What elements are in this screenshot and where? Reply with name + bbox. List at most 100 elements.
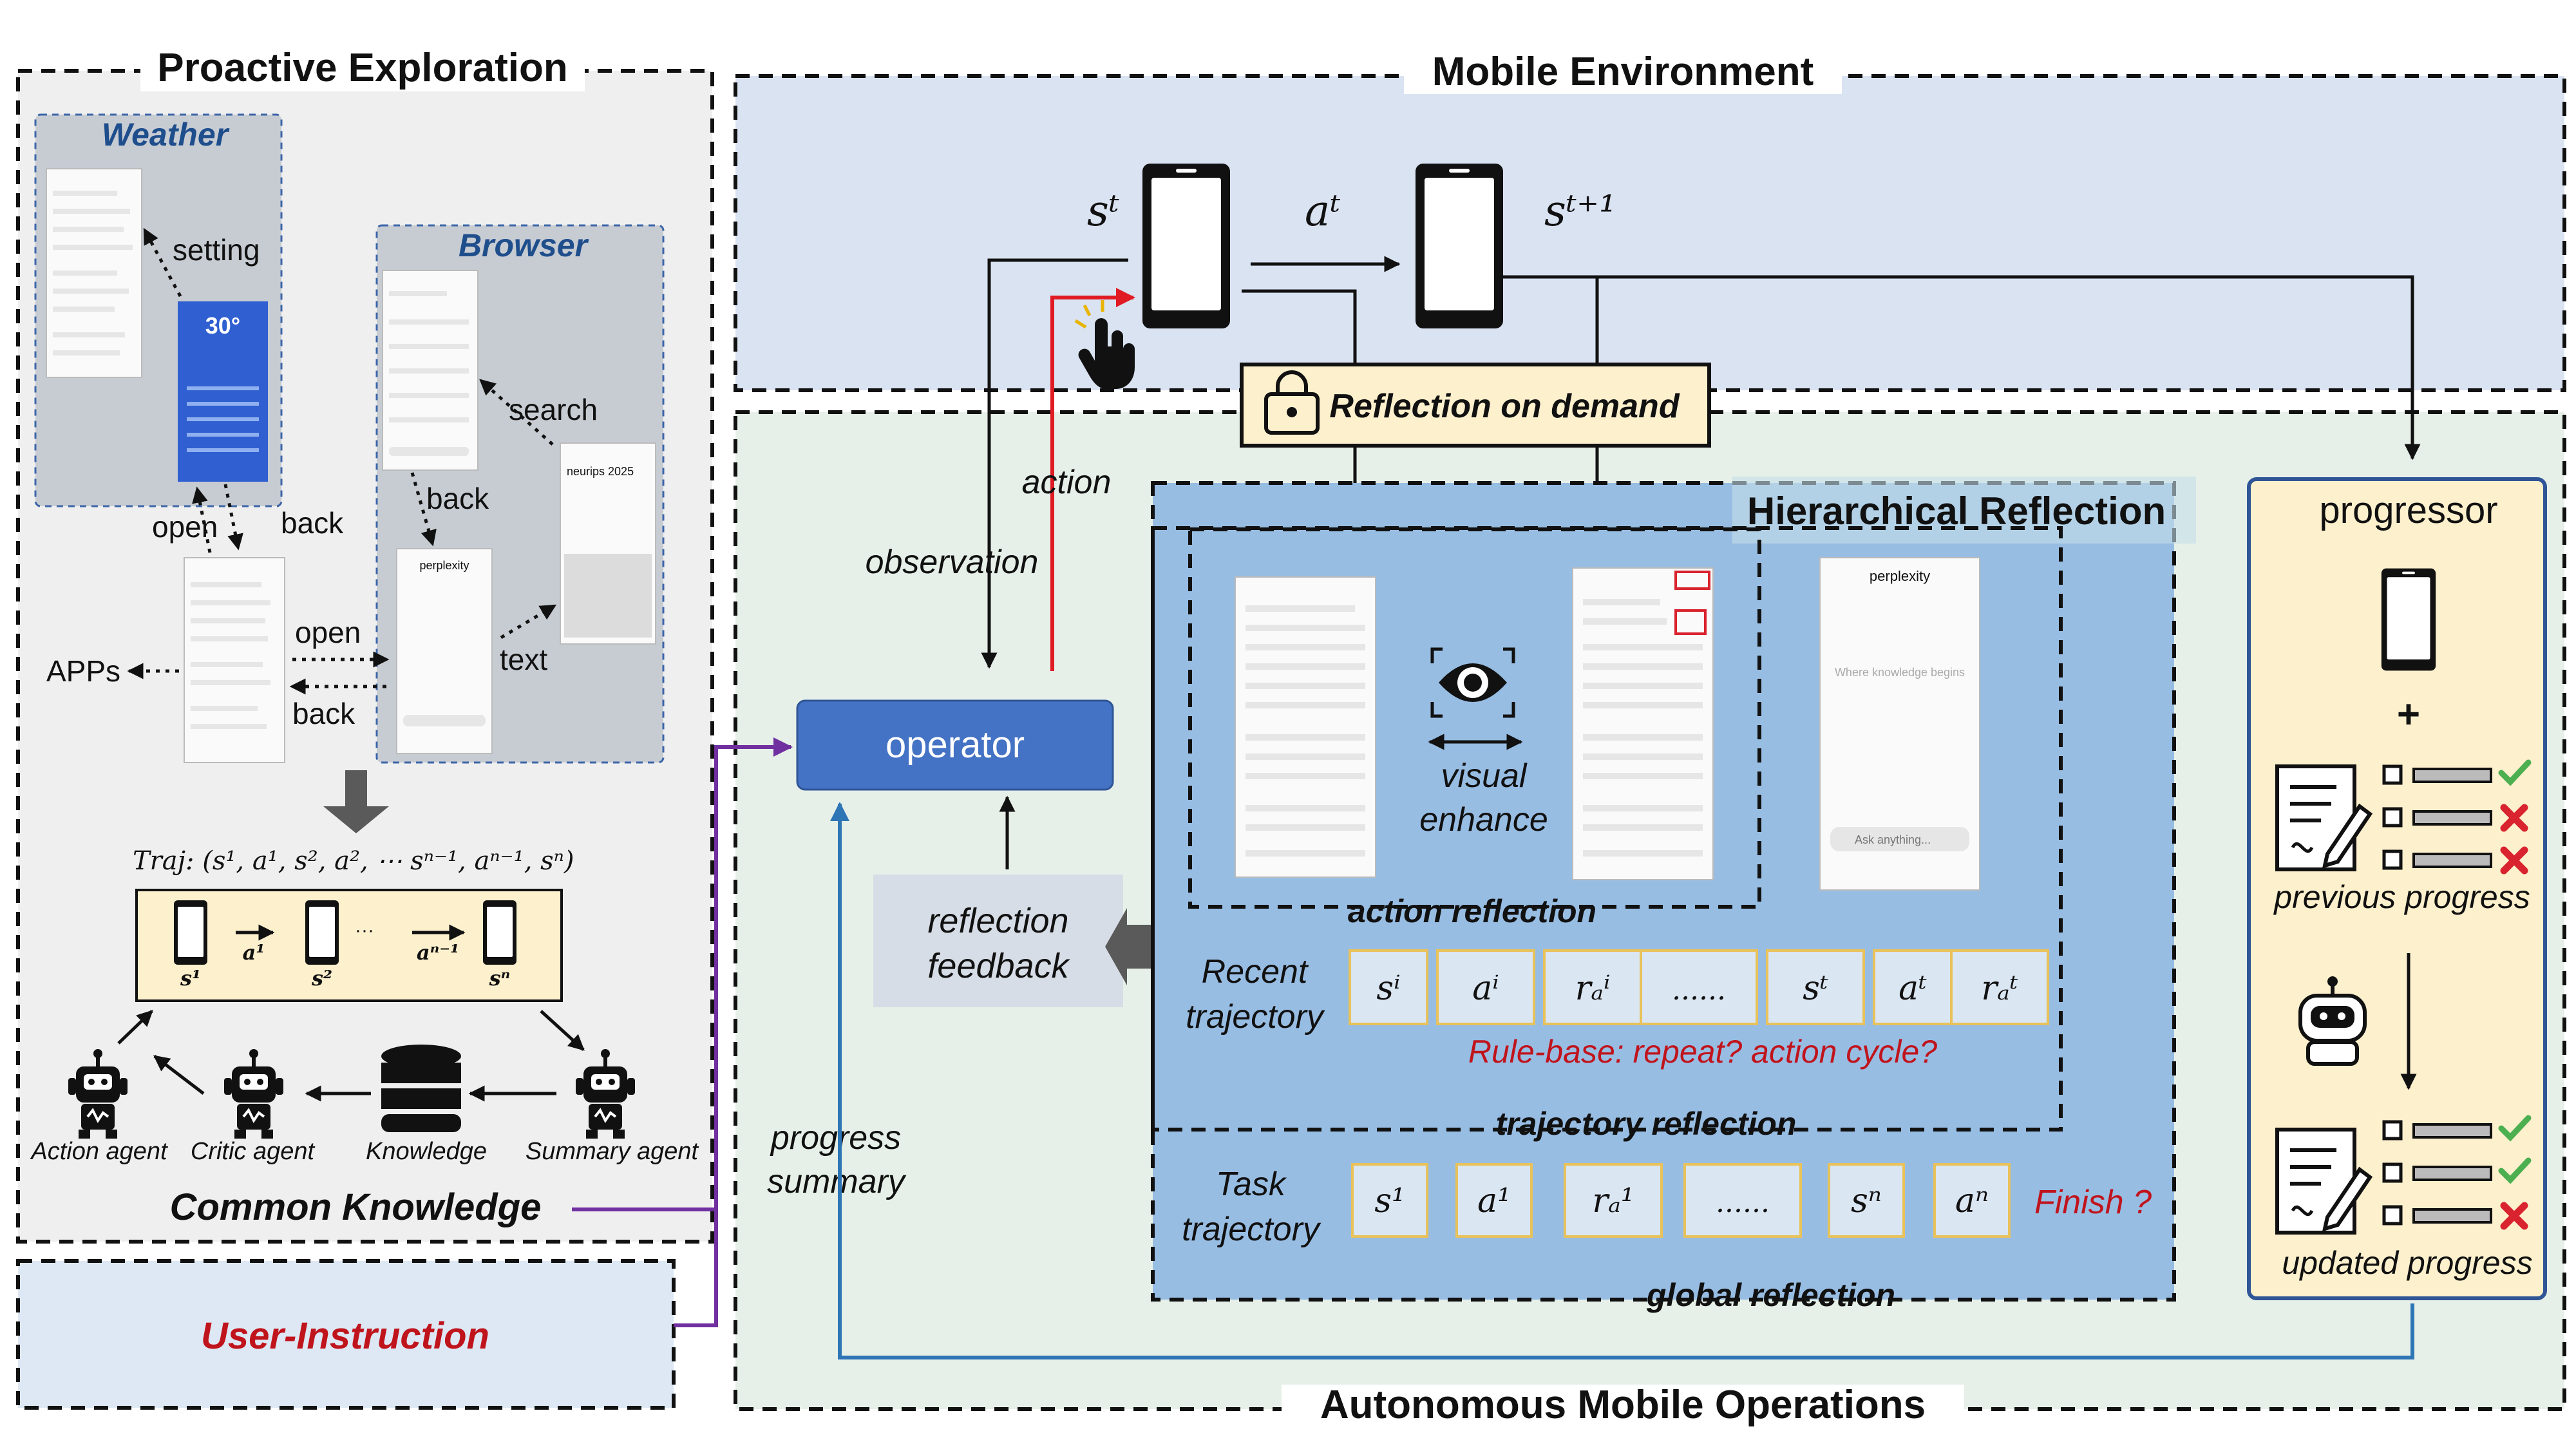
weather-group: Weather 30° setting <box>34 113 283 507</box>
tap-hand-icon <box>1074 300 1135 389</box>
state-t1-label: sᵗ⁺¹ <box>1544 186 1616 236</box>
strip-s1: s¹ <box>180 966 201 990</box>
observation-arrow <box>981 258 1128 669</box>
robot-head-icon <box>2298 976 2367 1066</box>
reflection-on-demand-label: Reflection on demand <box>1329 388 1680 425</box>
agent-label-2: Knowledge <box>366 1138 487 1165</box>
perplexity-small-label: perplexity <box>419 559 469 572</box>
setting-label: setting <box>173 233 260 267</box>
strip-s2: s² <box>311 966 332 990</box>
strip-sn: sⁿ <box>489 966 511 990</box>
settings-hub: open back open back APPs <box>46 484 390 763</box>
agents-cycle: Action agent Critic agent Knowledge Summ… <box>30 1010 699 1165</box>
browser-search-query: neurips 2025 <box>567 465 634 478</box>
progressor-panel: progressor + previous progress <box>2247 477 2547 1300</box>
state-t-to-reflection-arrow <box>1242 289 1363 565</box>
task-trajectory-line-2: trajectory <box>1182 1211 1321 1248</box>
hierarchical-reflection-title: Hierarchical Reflection <box>1747 489 2166 533</box>
phone-state-t-icon <box>1142 164 1230 328</box>
visual-enhance-line-2: enhance <box>1419 801 1548 838</box>
trajectory-formula: Traj: (s¹, a¹, s², a², ⋯ sⁿ⁻¹, aⁿ⁻¹, sⁿ) <box>133 846 574 876</box>
perplexity-label: perplexity <box>1870 568 1930 584</box>
perplexity-screenshot-large: perplexity Where knowledge begins Ask an… <box>1819 557 1980 891</box>
task-cell-2: rₐ¹ <box>1592 1182 1634 1220</box>
section-title-proactive-exploration: Proactive Exploration <box>157 46 567 90</box>
trajectory-reflection-box <box>1151 526 2063 1132</box>
progress-summary-line-1: progress <box>770 1119 901 1157</box>
progress-summary-line-2: summary <box>767 1163 907 1200</box>
before-screenshot <box>1235 576 1376 878</box>
recent-trajectory-line-1: Recent <box>1202 953 1309 990</box>
task-cell-0: s¹ <box>1374 1182 1405 1220</box>
weather-label: Weather <box>102 117 230 153</box>
progressor-title: progressor <box>2319 489 2497 531</box>
common-knowledge-label: Common Knowledge <box>170 1186 542 1228</box>
browser-group: Browser neurips 2025 perplexity search b… <box>375 224 665 764</box>
perplexity-hint: Where knowledge begins <box>1835 666 1965 679</box>
plus-sign: + <box>2397 692 2420 737</box>
recent-cell-0: sⁱ <box>1376 969 1400 1008</box>
observation-label: observation <box>866 544 1039 581</box>
updated-progress-doc-icon <box>2277 1130 2370 1233</box>
agent-label-1: Critic agent <box>191 1138 316 1165</box>
operator-box: operator <box>796 699 1114 791</box>
agent-label-3: Summary agent <box>526 1138 699 1165</box>
phone-state-t1-icon <box>1416 164 1503 328</box>
browser-back-label: back <box>426 482 489 515</box>
progress-summary-loop <box>830 802 2414 1359</box>
task-trajectory-cells: s¹ a¹ rₐ¹ ...... sⁿ aⁿ <box>1351 1163 2011 1238</box>
lock-icon <box>1264 370 1320 435</box>
weather-back-label: back <box>281 506 344 540</box>
instruction-to-operator-connector <box>674 747 718 1327</box>
state-t-label: sᵗ <box>1087 186 1119 236</box>
eye-icon <box>1430 647 1515 718</box>
previous-progress-label: previous progress <box>2273 879 2530 915</box>
updated-progress-label: updated progress <box>2282 1245 2532 1281</box>
global-reflection-label: global reflection <box>1646 1277 1895 1313</box>
ask-anything-label: Ask anything... <box>1855 833 1931 846</box>
reflection-feedback-line-2: feedback <box>927 947 1070 985</box>
recent-trajectory-cells: sⁱ aⁱ rₐⁱ ...... sᵗ aᵗ rₐᵗ <box>1349 949 2049 1025</box>
hub-back-label: back <box>292 697 355 730</box>
recent-cell-3: ...... <box>1672 974 1726 1007</box>
action-reflection-box <box>1188 527 1761 909</box>
user-instruction-panel <box>16 1259 676 1410</box>
visual-enhance: visual enhance <box>1419 647 1548 838</box>
database-icon <box>381 1045 461 1132</box>
strip-an-1: aⁿ⁻¹ <box>417 940 459 965</box>
section-title-autonomous-operations: Autonomous Mobile Operations <box>1320 1383 1926 1427</box>
settings-screenshot <box>184 557 285 763</box>
action-label: action <box>1022 464 1112 501</box>
apps-label: APPs <box>46 654 120 688</box>
reflection-feedback-line-1: reflection <box>927 902 1068 940</box>
search-label: search <box>509 393 598 426</box>
user-instruction-label: User-Instruction <box>201 1315 489 1357</box>
environment-phones: sᵗ aᵗ sᵗ⁺¹ <box>1074 164 1616 389</box>
trajectory-reflection-label: trajectory reflection <box>1496 1106 1797 1142</box>
task-cell-5: aⁿ <box>1955 1182 1989 1220</box>
mobile-environment-panel <box>734 74 2566 392</box>
state-to-progressor-arrow <box>1494 275 2421 460</box>
weather-open-label: open <box>152 510 218 544</box>
recent-cell-4: sᵗ <box>1803 969 1828 1008</box>
reflection-feedback-box: reflection feedback <box>873 875 1123 1007</box>
action-arrow <box>1050 288 1135 671</box>
weather-temperature: 30° <box>205 312 240 339</box>
strip-a1: a¹ <box>243 940 265 965</box>
action-t-label: aᵗ <box>1305 186 1341 236</box>
action-reflection-label: action reflection <box>1348 893 1596 929</box>
visual-enhance-line-1: visual <box>1441 757 1528 795</box>
down-arrow-icon <box>323 770 389 833</box>
finish-label: Finish ? <box>2034 1184 2152 1221</box>
agent-label-0: Action agent <box>30 1138 168 1165</box>
progressor-phone-icon <box>2381 568 2436 671</box>
task-cell-4: sⁿ <box>1851 1182 1882 1220</box>
rule-base-label: Rule-base: repeat? action cycle? <box>1468 1034 1937 1070</box>
operator-label: operator <box>886 724 1025 766</box>
recent-cell-2: rₐⁱ <box>1575 969 1611 1008</box>
task-cell-3: ...... <box>1716 1186 1770 1219</box>
recent-cell-6: rₐᵗ <box>1981 969 2018 1008</box>
recent-cell-5: aᵗ <box>1899 969 1927 1008</box>
after-screenshot <box>1572 567 1714 880</box>
